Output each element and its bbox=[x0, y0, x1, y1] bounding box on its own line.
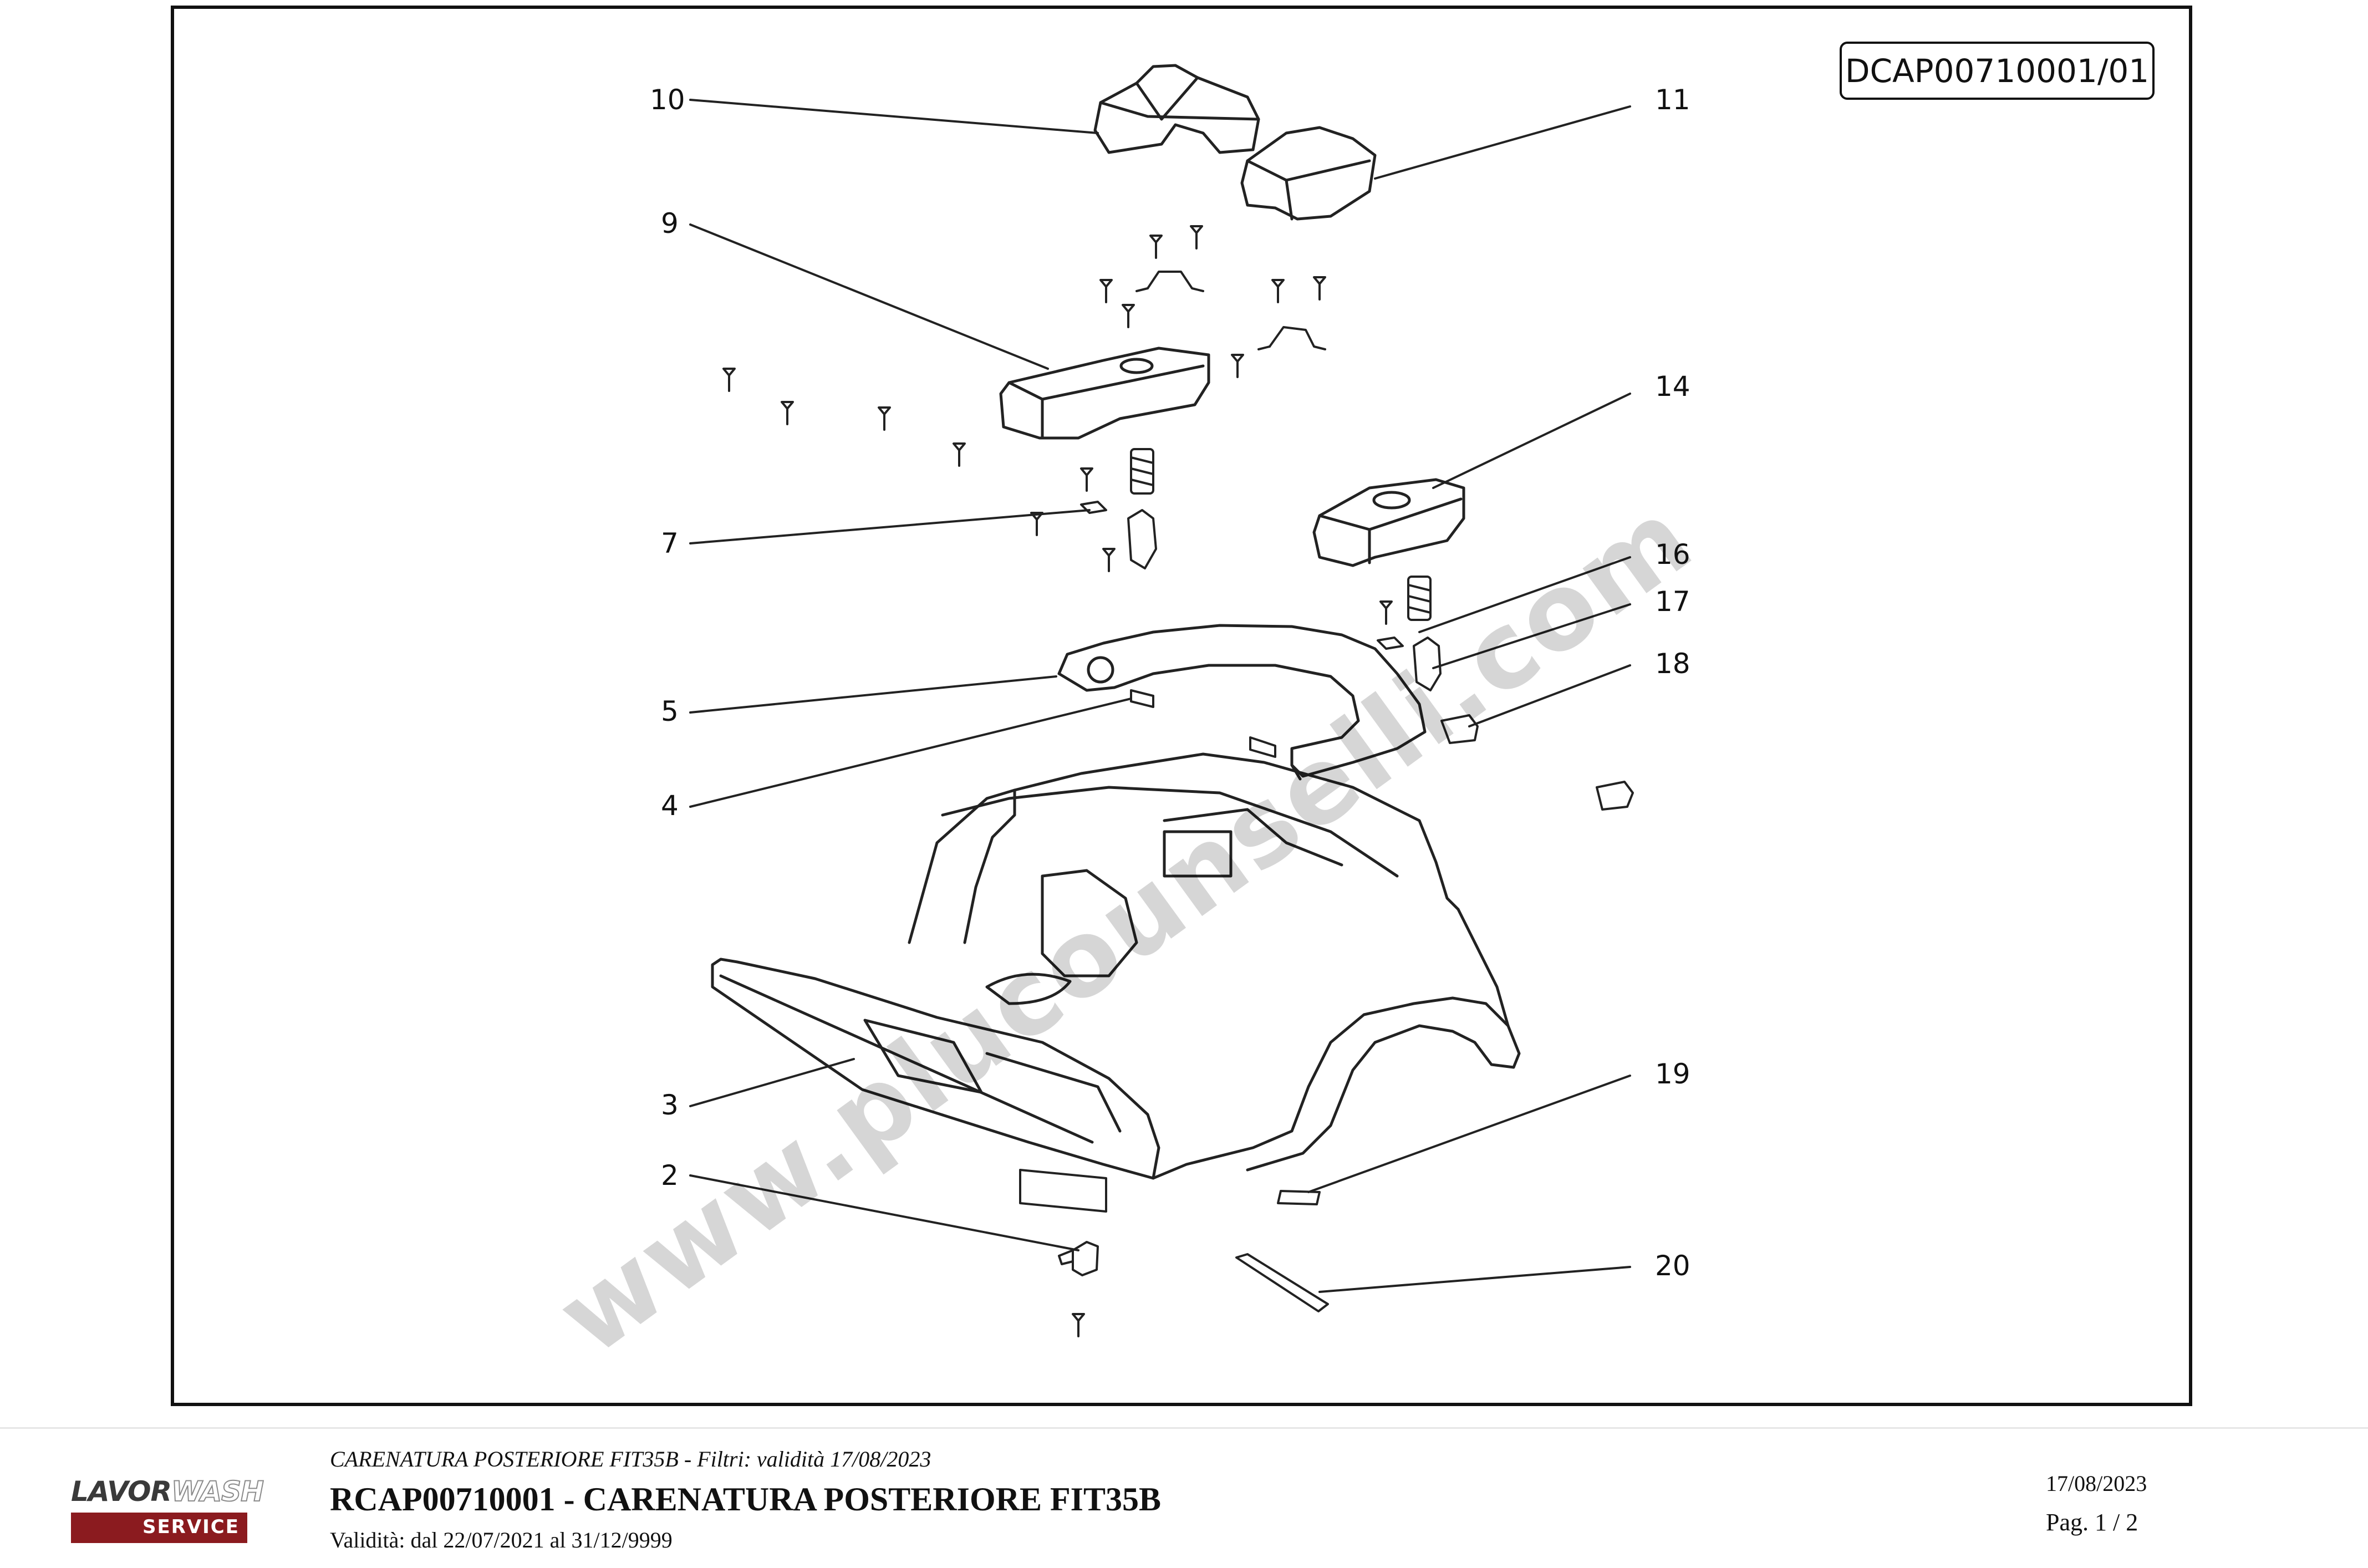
callout-4: 4 bbox=[661, 790, 679, 822]
part-2-bracket bbox=[1058, 1241, 1099, 1276]
leader-lines bbox=[689, 99, 1631, 1293]
callout-19: 19 bbox=[1655, 1058, 1690, 1090]
callout-11: 11 bbox=[1655, 84, 1690, 116]
logo-word-wash: WASH bbox=[171, 1475, 264, 1508]
callout-7: 7 bbox=[661, 527, 679, 559]
part-11-cover bbox=[1240, 126, 1377, 221]
clips bbox=[1080, 271, 1404, 650]
footer-title: RCAP00710001 - CARENATURA POSTERIORE FIT… bbox=[330, 1481, 1162, 1518]
footer-divider bbox=[0, 1427, 2368, 1429]
part-9-housing bbox=[999, 347, 1210, 440]
pins bbox=[1130, 689, 1634, 811]
logo-service-text: SERVICE bbox=[142, 1516, 240, 1538]
part-14-housing bbox=[1312, 478, 1465, 567]
callout-10: 10 bbox=[650, 84, 685, 116]
callout-18: 18 bbox=[1655, 648, 1690, 680]
part-strips bbox=[1019, 1169, 1329, 1312]
footer-subtitle: CARENATURA POSTERIORE FIT35B - Filtri: v… bbox=[330, 1447, 931, 1472]
part-10-cover bbox=[1093, 64, 1260, 154]
drawing-frame bbox=[171, 6, 2192, 1406]
springs bbox=[1127, 448, 1442, 691]
callout-17: 17 bbox=[1655, 586, 1690, 618]
callout-9: 9 bbox=[661, 207, 679, 240]
callout-5: 5 bbox=[661, 695, 679, 727]
callout-20: 20 bbox=[1655, 1250, 1690, 1282]
screws bbox=[722, 225, 1393, 1337]
callout-3: 3 bbox=[661, 1089, 679, 1121]
document-code-box: DCAP00710001/01 bbox=[1840, 42, 2155, 100]
footer-page-number: Pag. 1 / 2 bbox=[2046, 1509, 2138, 1536]
part-3-rear-body bbox=[711, 752, 1521, 1180]
footer-date: 17/08/2023 bbox=[2046, 1471, 2147, 1496]
footer-validity: Validità: dal 22/07/2021 al 31/12/9999 bbox=[330, 1528, 673, 1552]
callout-16: 16 bbox=[1655, 538, 1690, 571]
logo-service-bar: SERVICE bbox=[71, 1513, 247, 1543]
callout-2: 2 bbox=[661, 1159, 679, 1192]
document-code: DCAP00710001/01 bbox=[1845, 52, 2150, 90]
logo-word-lavor: LAVOR bbox=[71, 1475, 172, 1508]
callout-14: 14 bbox=[1655, 370, 1690, 403]
